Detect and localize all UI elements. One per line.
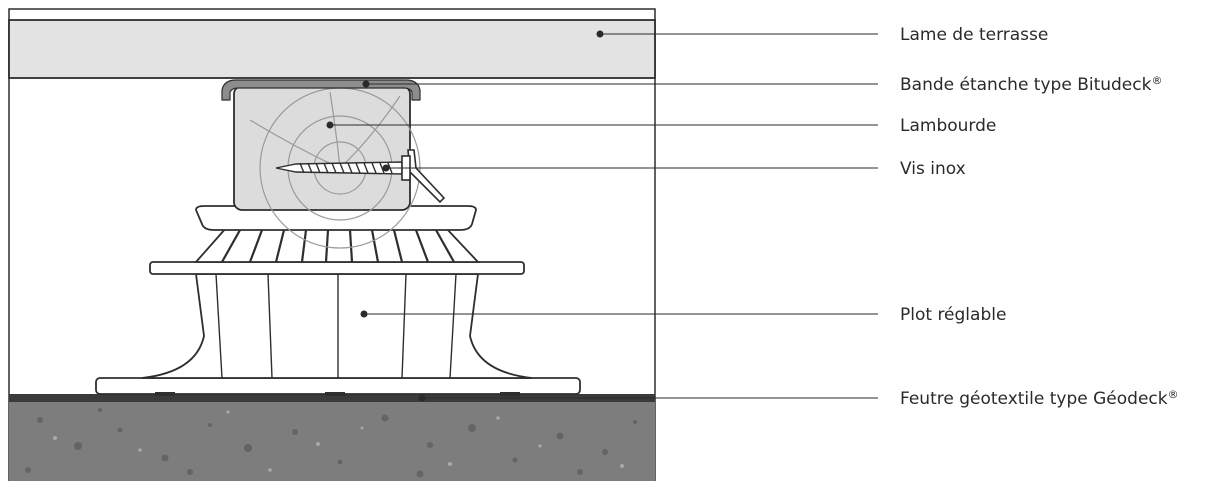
label-joist: Lambourde xyxy=(900,116,996,136)
label-screw: Vis inox xyxy=(900,159,966,179)
deck-board xyxy=(8,19,656,79)
adjustable-pedestal xyxy=(95,205,581,396)
label-pedestal: Plot réglable xyxy=(900,305,1006,325)
label-geotextile-felt: Feutre géotextile type Géodeck® xyxy=(900,388,1179,409)
concrete-slab xyxy=(9,402,655,481)
geotextile-felt xyxy=(9,394,655,402)
label-deck-board: Lame de terrasse xyxy=(900,25,1048,45)
label-waterproof-band: Bande étanche type Bitudeck® xyxy=(900,74,1162,95)
waterproof-band xyxy=(221,79,421,101)
leader-lines xyxy=(330,33,878,399)
